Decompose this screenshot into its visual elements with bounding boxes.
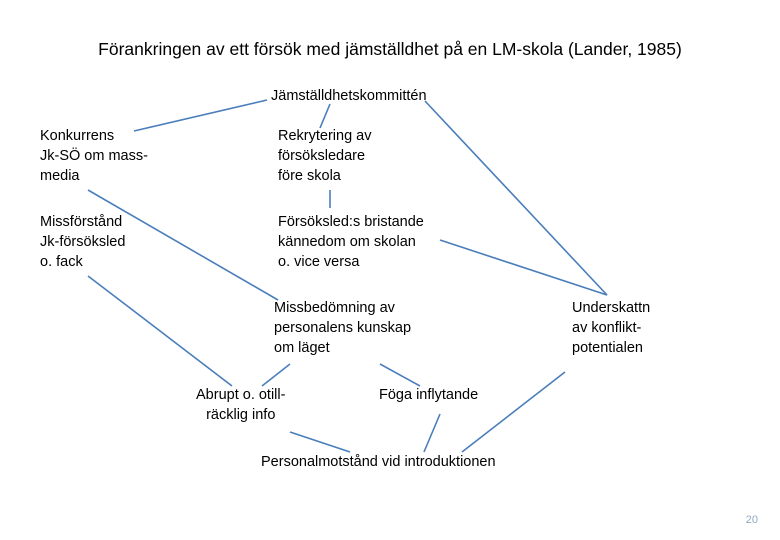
- node-foga-inflytande: Föga inflytande: [379, 387, 479, 403]
- node-jamstalldhetskommitten: Jämställdhetskommittén: [271, 88, 427, 104]
- page-number: 20: [745, 514, 758, 526]
- node-underskattning: Underskattn av konflikt- potentialen: [572, 300, 651, 356]
- node-forsoksledare-kannedom: Försöksled:s bristande kännedom om skola…: [278, 214, 424, 270]
- connector-committee-to-konkurrens: [133, 99, 268, 132]
- node-missforstand: Missförstånd Jk-försöksled o. fack: [40, 214, 126, 270]
- node-abrupt-info: Abrupt o. otill- räcklig info: [196, 387, 286, 423]
- connector-foga-to-personalmotstand: [423, 413, 441, 453]
- connector-forsoksled-to-underskattn: [439, 239, 608, 296]
- connector-committee-to-underskattn: [424, 100, 608, 296]
- connector-committee-to-rekrytering: [319, 103, 331, 129]
- connector-abrupt-to-personalmotstand: [289, 431, 351, 453]
- node-rekrytering: Rekrytering av försöksledare före skola: [278, 128, 372, 184]
- node-konkurrens: Konkurrens Jk-SÖ om mass- media: [40, 128, 148, 184]
- page-title: Förankringen av ett försök med jämställd…: [98, 39, 682, 59]
- connector-missbedomning-to-abrupt: [261, 363, 291, 387]
- node-personalmotstand: Personalmotstånd vid introduktionen: [261, 454, 496, 470]
- connector-missforstand-to-abrupt: [87, 275, 233, 387]
- connector-missbedomning-to-foga: [379, 363, 421, 387]
- node-missbedomning: Missbedömning av personalens kunskap om …: [274, 300, 412, 356]
- connector-underskattn-to-personalmotstand: [461, 371, 566, 453]
